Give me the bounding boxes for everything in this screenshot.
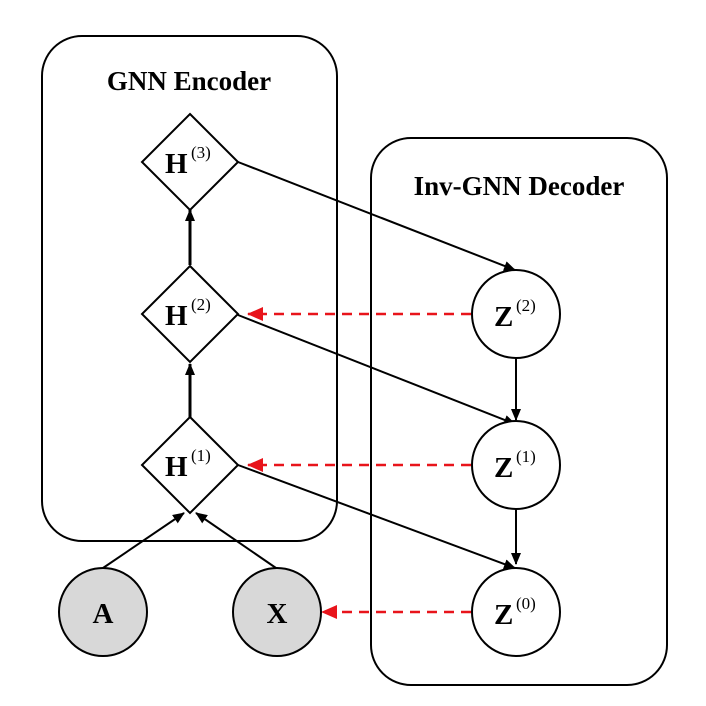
svg-text:H: H bbox=[165, 300, 188, 332]
svg-text:(2): (2) bbox=[516, 296, 536, 315]
input-node-x: X bbox=[232, 567, 322, 657]
encoder-node-h2: H (2) bbox=[140, 264, 240, 364]
input-node-a: A bbox=[58, 567, 148, 657]
gnn-encoder-title: GNN Encoder bbox=[107, 66, 271, 96]
svg-text:H: H bbox=[165, 451, 188, 483]
edge-h2-to-z1 bbox=[237, 314, 516, 425]
svg-text:A: A bbox=[93, 598, 114, 630]
svg-text:(0): (0) bbox=[516, 594, 536, 613]
svg-text:Z: Z bbox=[494, 452, 513, 484]
svg-text:(1): (1) bbox=[191, 446, 211, 465]
encoder-node-h1: H (1) bbox=[140, 415, 240, 515]
decoder-node-z1: Z (1) bbox=[471, 420, 561, 510]
decoder-node-z0: Z (0) bbox=[471, 567, 561, 657]
edge-a-to-h1 bbox=[102, 512, 185, 569]
decoder-node-z2: Z (2) bbox=[471, 269, 561, 359]
inv-gnn-decoder-title: Inv-GNN Decoder bbox=[414, 171, 625, 201]
svg-text:X: X bbox=[267, 598, 288, 630]
svg-text:(1): (1) bbox=[516, 447, 536, 466]
svg-text:H: H bbox=[165, 148, 188, 180]
edge-h3-to-z2 bbox=[237, 161, 516, 271]
encoder-node-h3: H (3) bbox=[140, 112, 240, 212]
edge-h1-to-z0 bbox=[237, 464, 516, 569]
svg-text:Z: Z bbox=[494, 599, 513, 631]
svg-text:Z: Z bbox=[494, 301, 513, 333]
svg-text:(2): (2) bbox=[191, 295, 211, 314]
svg-text:(3): (3) bbox=[191, 143, 211, 162]
edge-x-to-h1 bbox=[195, 512, 277, 569]
